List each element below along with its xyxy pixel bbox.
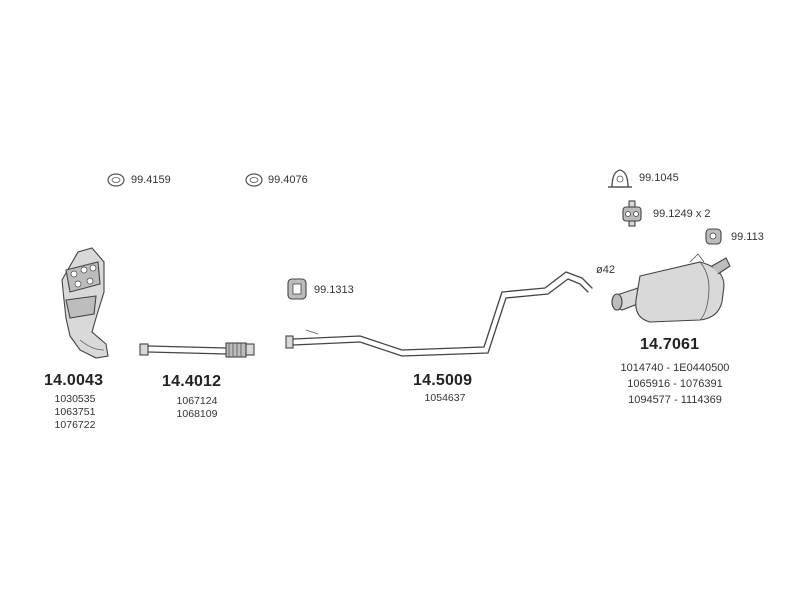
oem-number: 1065916 - 1076391 bbox=[627, 378, 723, 390]
oem-list-14-4012: 1067124 1068109 bbox=[172, 395, 222, 421]
rubber-mount-icon-1 bbox=[622, 200, 642, 227]
oem-number: 1067124 bbox=[176, 395, 218, 407]
oem-list-14-0043: 1030535 1063751 1076722 bbox=[50, 393, 100, 432]
rubber-mount-icon-3 bbox=[287, 278, 307, 300]
clamp-part-number: 99.1045 bbox=[639, 172, 679, 184]
part-number-14-4012: 14.4012 bbox=[162, 373, 222, 390]
gasket-ring-icon-1 bbox=[107, 173, 125, 187]
catalytic-converter-drawing bbox=[61, 247, 109, 359]
oem-number: 1076722 bbox=[54, 419, 96, 431]
part-number-14-5009: 14.5009 bbox=[413, 372, 473, 389]
rear-muffler-drawing bbox=[611, 253, 731, 323]
part-number-14-7061: 14.7061 bbox=[640, 336, 700, 353]
oem-number: 1068109 bbox=[176, 408, 218, 420]
oem-list-14-5009: 1054637 bbox=[420, 392, 470, 405]
pipe-diameter-label: ø42 bbox=[596, 264, 615, 276]
front-pipe-drawing bbox=[139, 342, 255, 358]
oem-number: 1063751 bbox=[54, 406, 96, 418]
center-pipe-drawing bbox=[285, 271, 593, 357]
oem-number: 1014740 - 1E0440500 bbox=[620, 362, 730, 374]
rubber-mount-icon-2 bbox=[705, 228, 722, 245]
gasket-part-number-2: 99.4076 bbox=[268, 174, 308, 186]
oem-number: 1054637 bbox=[424, 392, 466, 404]
oem-number: 1094577 - 1114369 bbox=[628, 394, 722, 406]
gasket-part-number-1: 99.4159 bbox=[131, 174, 171, 186]
part-number-14-0043: 14.0043 bbox=[44, 372, 104, 389]
mount-partial-part-number: 99.113 bbox=[731, 231, 764, 243]
mount-pair-part-number: 99.1249 x 2 bbox=[653, 208, 711, 220]
gasket-ring-icon-2 bbox=[245, 173, 263, 187]
mount-mid-part-number: 99.1313 bbox=[314, 284, 354, 296]
oem-number: 1030535 bbox=[54, 393, 96, 405]
clamp-icon bbox=[608, 169, 632, 188]
oem-list-14-7061: 1014740 - 1E0440500 1065916 - 1076391 10… bbox=[605, 360, 745, 408]
